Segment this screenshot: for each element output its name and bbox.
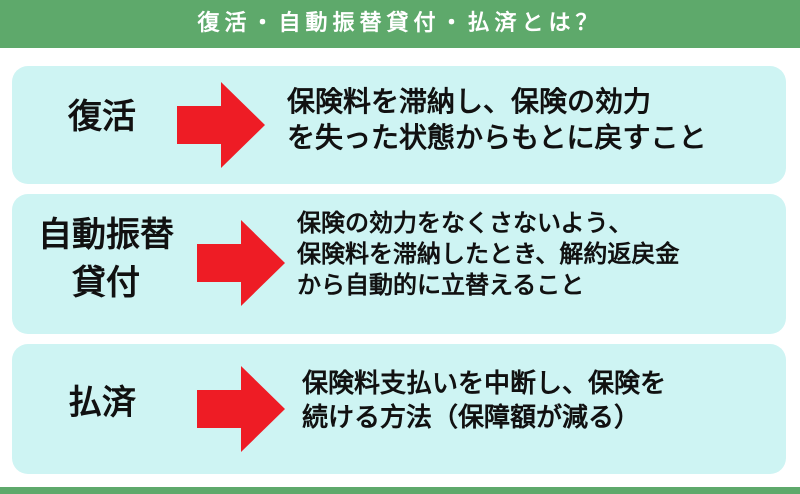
term-label: 払済	[68, 383, 136, 423]
term-line: 自動振替	[38, 215, 174, 255]
item-fukkatsu: 復活 保険料を滞納し、保険の効力 を失った状態からもとに戻すこと	[12, 66, 786, 184]
term-description: 保険料を滞納し、保険の効力 を失った状態からもとに戻すこと	[287, 84, 706, 157]
item-jidou-furikae-kashitsuke: 自動振替 貸付 保険の効力をなくさないよう、 保険料を滞納したとき、解約返戻金 …	[12, 194, 786, 334]
term-label: 復活	[68, 97, 136, 137]
desc-line: 続ける方法（保障額が減る）	[302, 402, 641, 433]
arrow-right-icon	[197, 220, 285, 306]
page-title: 復活・自動振替貸付・払済とは？	[0, 0, 800, 48]
term-line: 貸付	[72, 262, 140, 303]
term-description: 保険の効力をなくさないよう、 保険料を滞納したとき、解約返戻金 から自動的に立替…	[297, 208, 679, 302]
footer-bar	[0, 487, 800, 494]
desc-line: から自動的に立替えること	[297, 271, 585, 300]
desc-line: 保険の効力をなくさないよう、	[297, 209, 633, 237]
arrow-right-icon	[177, 82, 265, 168]
desc-line: 保険料を滞納し、保険の効力	[287, 85, 652, 118]
arrow-right-icon	[197, 366, 285, 452]
desc-line: を失った状態からもとに戻すこと	[287, 121, 707, 155]
item-haraizumi: 払済 保険料支払いを中断し、保険を 続ける方法（保障額が減る）	[12, 344, 786, 474]
desc-line: 保険料を滞納したとき、解約返戻金	[297, 240, 680, 269]
term-label: 自動振替 貸付	[16, 212, 196, 307]
desc-line: 保険料支払いを中断し、保険を	[302, 369, 667, 399]
term-description: 保険料支払いを中断し、保険を 続ける方法（保障額が減る）	[302, 368, 666, 436]
